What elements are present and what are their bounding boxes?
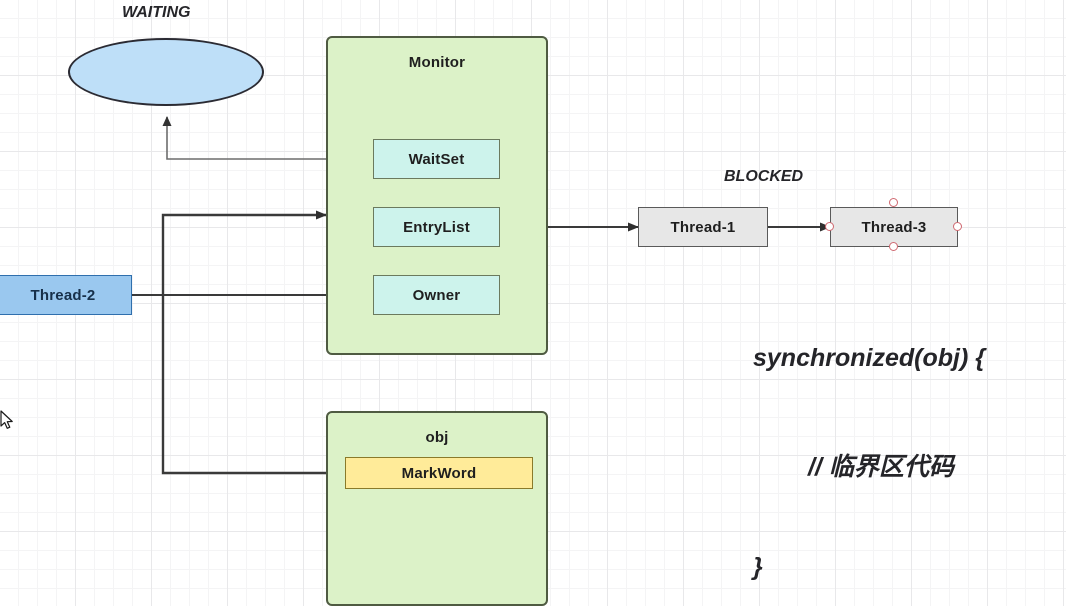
obj-title: obj <box>425 429 449 446</box>
thread-2-node[interactable]: Thread-2 <box>0 275 132 315</box>
code-critical-section-comment: // 临界区代码 <box>808 453 954 481</box>
monitor-slot-owner[interactable]: Owner <box>373 275 500 315</box>
thread-3-handle-left[interactable] <box>825 222 834 231</box>
monitor-slot-waitset[interactable]: WaitSet <box>373 139 500 179</box>
code-closing-brace: } <box>753 553 763 581</box>
mouse-pointer-icon <box>0 410 13 429</box>
label-blocked: BLOCKED <box>724 168 804 185</box>
thread-3-handle-bottom[interactable] <box>889 242 898 251</box>
edge-markword-to-entrylist <box>161 210 345 475</box>
thread-3-handle-top[interactable] <box>889 198 898 207</box>
code-synchronized-line: synchronized(obj) { <box>753 344 985 372</box>
monitor-title: Monitor <box>408 54 466 71</box>
obj-box[interactable]: obj <box>326 411 548 606</box>
monitor-slot-entrylist[interactable]: EntryList <box>373 207 500 247</box>
thread-1-node[interactable]: Thread-1 <box>638 207 768 247</box>
label-waiting: WAITING <box>122 4 191 21</box>
thread-3-handle-right[interactable] <box>953 222 962 231</box>
thread-3-node[interactable]: Thread-3 <box>830 207 958 247</box>
obj-slot-markword[interactable]: MarkWord <box>345 457 533 489</box>
waiting-ellipse[interactable] <box>68 38 264 106</box>
